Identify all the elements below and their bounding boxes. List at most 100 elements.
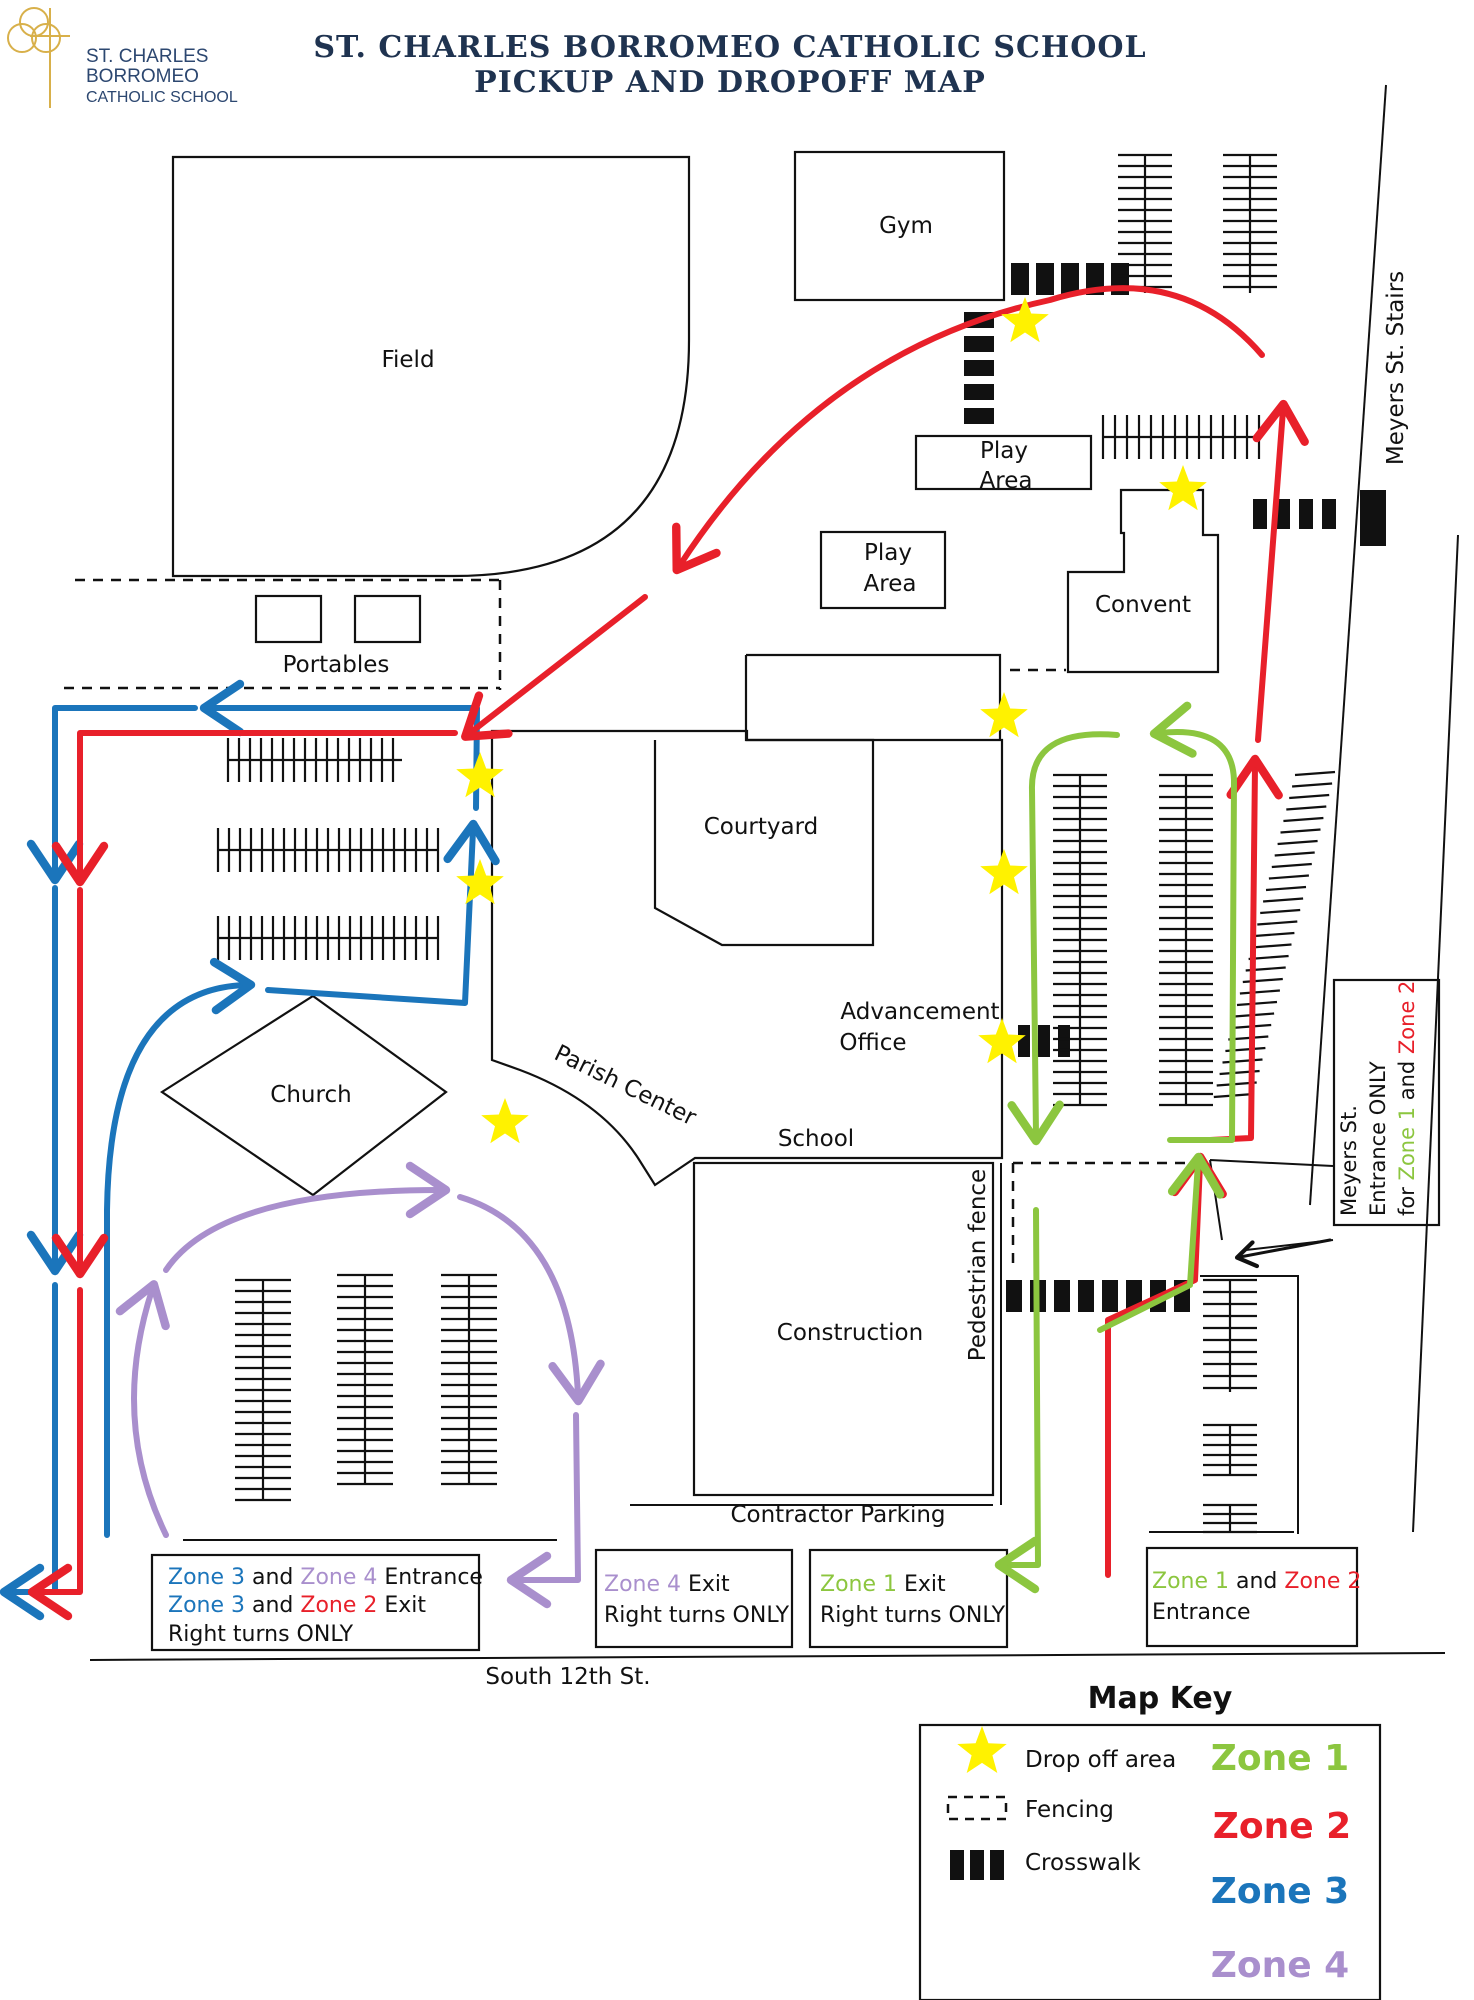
zone3-route-exit (0, 1282, 58, 1621)
parking-row-church-2 (216, 828, 440, 872)
zone2-route-portables (461, 594, 648, 741)
meyers-street-east-edge (1412, 534, 1459, 1533)
label-play-area-1b: Area (980, 468, 1033, 494)
courtyard (653, 653, 1002, 947)
construction (692, 1161, 995, 1497)
parking-row-meyers-diagonal (1213, 770, 1336, 1099)
parking-row-south-3 (441, 1273, 497, 1486)
meyers-entrance-arrow (1234, 1238, 1332, 1269)
zone4-route-east (457, 1194, 605, 1406)
meyers-street-west-edge (1309, 84, 1387, 1206)
zone3-route-north (104, 957, 256, 1538)
sign-meyers-line1: Meyers St. (1337, 1105, 1361, 1216)
school-building (490, 729, 1004, 1187)
map-title: ST. CHARLES BORROMEO CATHOLIC SCHOOL (313, 30, 1146, 65)
parking-row-convent (1101, 415, 1261, 459)
zone2-route-meyers (1252, 399, 1309, 743)
crosswalk-gym-south (964, 312, 994, 424)
parking-row-east-2 (1159, 773, 1213, 1107)
key-fencing-label: Fencing (1025, 1797, 1114, 1823)
label-contractor-parking: Contractor Parking (730, 1502, 945, 1528)
label-church: Church (270, 1082, 351, 1108)
parking-row-south-1 (235, 1278, 291, 1502)
field (171, 155, 691, 578)
key-zone1: Zone 1 (1211, 1738, 1349, 1779)
sign-zone34-line3: Right turns ONLY (168, 1622, 354, 1647)
sign-zone12-entrance-line1: Zone 1 and Zone 2 (1152, 1569, 1361, 1594)
dropoff-star-icon (456, 859, 504, 905)
zone2-route-exit (27, 1287, 83, 1621)
sign-zone34-line2: Zone 3 and Zone 2 Exit (168, 1593, 426, 1618)
key-dropoff-label: Drop off area (1025, 1747, 1176, 1773)
label-field: Field (381, 347, 434, 373)
zone4-route-entry (115, 1280, 170, 1538)
label-advancement-1: Advancement (840, 999, 999, 1025)
label-south-12th: South 12th St. (485, 1664, 650, 1690)
map-key-title: Map Key (1088, 1681, 1233, 1716)
south-12th-street-line (89, 1652, 1446, 1661)
parking-row-se-1 (1203, 1278, 1257, 1392)
portable-1 (254, 594, 323, 644)
sign-zone1-exit-line2: Right turns ONLY (820, 1603, 1006, 1628)
zone1-route-loop (1007, 731, 1120, 1146)
zone2-route-west1 (51, 730, 458, 887)
parking-row-church-1 (226, 738, 402, 782)
dropoff-star-icon (980, 849, 1028, 895)
convent (1066, 488, 1220, 674)
label-play-area-2b: Area (864, 571, 917, 597)
sign-zone4-exit-line1: Zone 4 Exit (604, 1572, 730, 1597)
parking-row-se-3 (1203, 1503, 1257, 1534)
lot-edge-se (1200, 1275, 1299, 1534)
map-key: Map Key Drop off area Fencing Crosswalk … (946, 1681, 1351, 1986)
label-play-area-1a: Play (980, 438, 1028, 464)
label-construction: Construction (777, 1320, 923, 1346)
key-zone2: Zone 2 (1213, 1806, 1351, 1847)
logo-line2: BORROMEO (86, 66, 199, 87)
sign-zone4-exit-line2: Right turns ONLY (604, 1603, 790, 1628)
zone3-route-west1 (26, 705, 198, 885)
crosswalk-meyers (1253, 490, 1386, 546)
logo-line1: ST. CHARLES (86, 46, 208, 67)
label-pedestrian-fence: Pedestrian fence (965, 1169, 991, 1361)
dropoff-star-icon (1001, 297, 1049, 343)
sign-zone4-exit-box (594, 1548, 794, 1649)
label-convent: Convent (1095, 592, 1191, 618)
label-portables: Portables (283, 652, 390, 678)
parking-row-east-1 (1053, 773, 1107, 1107)
sign-meyers-line2: Entrance ONLY (1366, 1061, 1390, 1216)
dropoff-star-icon (980, 692, 1028, 738)
cross-circles-icon (7, 7, 70, 108)
key-crosswalk-icon (950, 1850, 1004, 1880)
label-parish-center: Parish Center (550, 1040, 700, 1131)
dropoff-star-icon (978, 1018, 1026, 1064)
parking-row-south-2 (337, 1273, 393, 1486)
play-area-1 (914, 434, 1093, 491)
label-school: School (778, 1126, 854, 1152)
label-gym: Gym (879, 213, 933, 239)
map-subtitle: PICKUP AND DROPOFF MAP (474, 65, 986, 100)
zone4-route-arc (163, 1161, 451, 1273)
key-crosswalk-label: Crosswalk (1025, 1850, 1141, 1876)
label-play-area-2a: Play (864, 540, 912, 566)
key-star-icon (957, 1726, 1007, 1773)
sign-zone12-entrance-box (1145, 1546, 1359, 1648)
sign-meyers-entrance-box (1332, 978, 1441, 1227)
sign-meyers-line3: for Zone 1 and Zone 2 (1395, 981, 1419, 1216)
label-advancement-2: Office (839, 1030, 906, 1056)
parking-row-se-2 (1203, 1423, 1257, 1477)
key-zone4: Zone 4 (1211, 1945, 1349, 1986)
sign-zone12-entrance-line2: Entrance (1152, 1600, 1251, 1625)
church (160, 994, 448, 1197)
sign-zone1-exit-box (808, 1548, 1009, 1649)
parking-row-church-3 (216, 916, 440, 960)
school-logo: ST. CHARLES BORROMEO CATHOLIC SCHOOL (7, 7, 238, 108)
zone2-route-arc (672, 285, 1265, 575)
zone1-route-entry (1097, 1152, 1225, 1333)
sign-zone1-exit-line1: Zone 1 Exit (820, 1572, 946, 1597)
sign-zone34-entrance-box (150, 1553, 481, 1652)
gym (793, 150, 1006, 302)
logo-line3: CATHOLIC SCHOOL (86, 89, 238, 106)
play-area-2 (819, 530, 947, 610)
zone4-route-exit (506, 1412, 581, 1609)
